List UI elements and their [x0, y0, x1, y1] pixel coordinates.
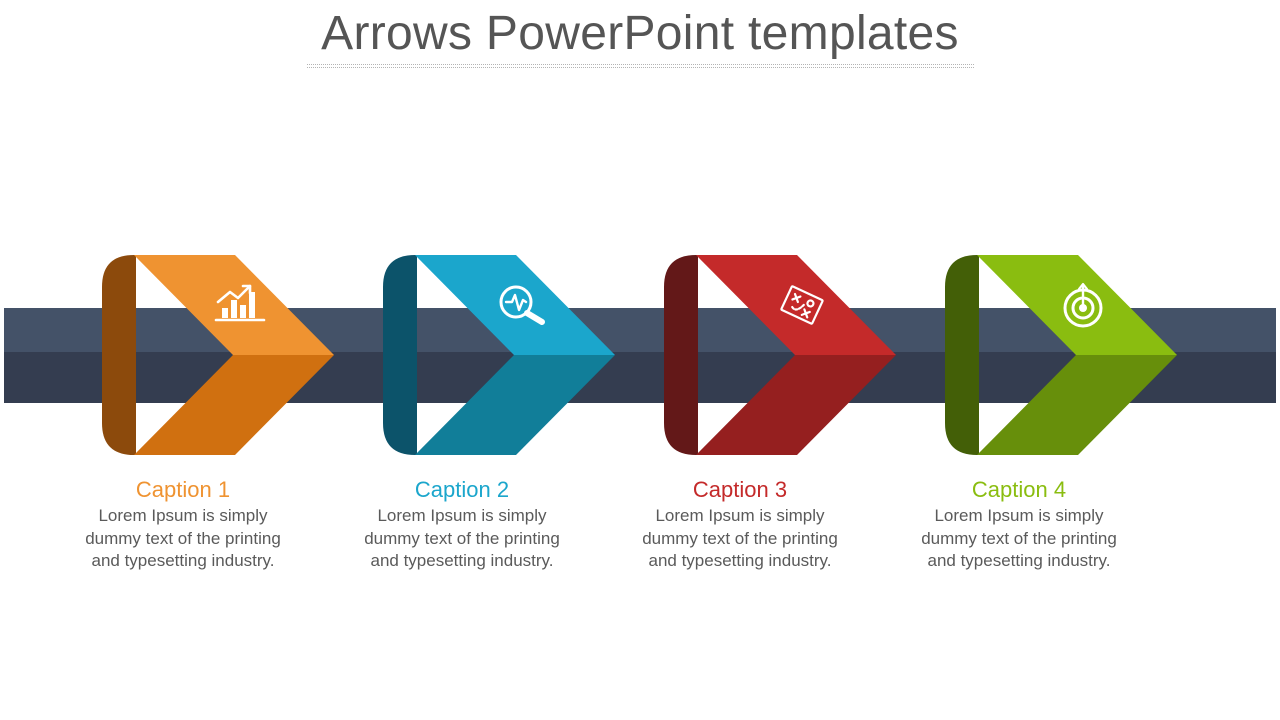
bar-chart-growth-icon	[214, 284, 266, 322]
chevron-lower-4	[977, 355, 1177, 455]
step-2-caption-block: Caption 2 Lorem Ipsum is simply dummy te…	[342, 476, 582, 573]
step-2-caption: Caption 2	[414, 477, 510, 502]
step-1-description: Lorem Ipsum is simply dummy text of the …	[85, 506, 281, 570]
chevron-step-2	[383, 255, 615, 455]
step-1-caption-block: Caption 1 Lorem Ipsum is simply dummy te…	[63, 476, 303, 573]
chevron-upper-4	[977, 255, 1177, 355]
title-underline	[307, 64, 974, 68]
chevron-step-4	[945, 255, 1177, 455]
step-1-caption: Caption 1	[135, 477, 231, 502]
slide-title: Arrows PowerPoint templates	[321, 7, 959, 60]
chevron-lower-2	[415, 355, 615, 455]
pulse-magnifier-icon	[499, 285, 545, 325]
chevron-upper-2	[415, 255, 615, 355]
step-3-description: Lorem Ipsum is simply dummy text of the …	[642, 506, 838, 570]
strategy-board-icon	[780, 285, 824, 325]
step-4-description: Lorem Ipsum is simply dummy text of the …	[921, 506, 1117, 570]
step-2-description: Lorem Ipsum is simply dummy text of the …	[364, 506, 560, 570]
step-4-caption: Caption 4	[971, 477, 1067, 502]
chevron-lower-1	[134, 355, 334, 455]
chevron-upper-3	[696, 255, 896, 355]
target-icon	[1063, 282, 1103, 328]
chevron-step-3	[664, 255, 896, 455]
chevron-shadow-1	[102, 255, 136, 455]
step-4-caption-block: Caption 4 Lorem Ipsum is simply dummy te…	[899, 476, 1139, 573]
chevron-step-1	[102, 255, 334, 455]
step-3-caption-block: Caption 3 Lorem Ipsum is simply dummy te…	[620, 476, 860, 573]
chevron-shadow-4	[945, 255, 979, 455]
chevron-lower-3	[696, 355, 896, 455]
chevron-shadow-2	[383, 255, 417, 455]
step-3-caption: Caption 3	[692, 477, 788, 502]
chevron-shadow-3	[664, 255, 698, 455]
